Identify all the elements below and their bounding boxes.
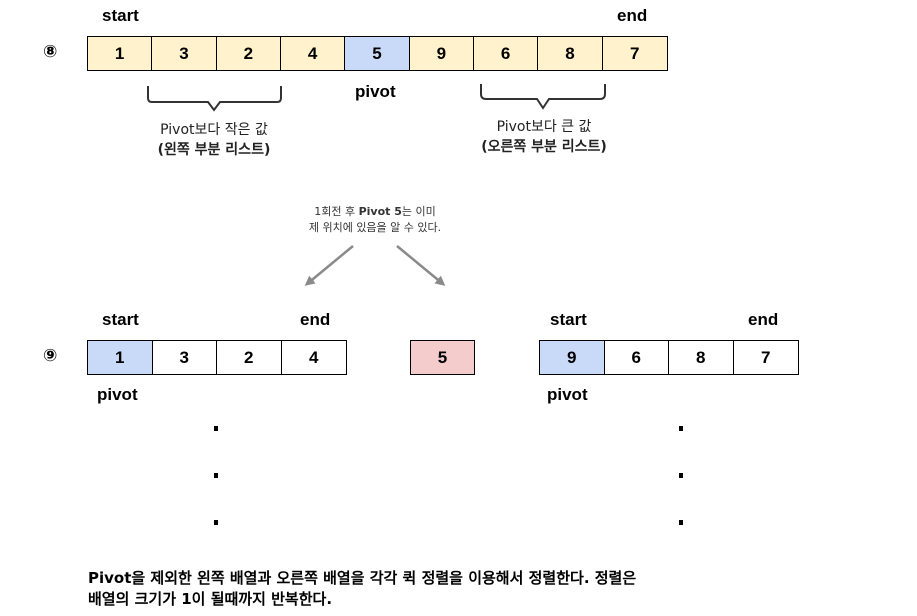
pivot-label-left: pivot xyxy=(97,385,138,404)
array-cell: 7 xyxy=(602,37,667,70)
start-label-right: start xyxy=(550,310,587,329)
array-cell: 7 xyxy=(733,341,798,374)
continuation-dot xyxy=(679,473,683,478)
right-brace xyxy=(480,84,606,110)
start-label-top: start xyxy=(102,6,139,25)
array-cell: 8 xyxy=(669,341,734,374)
end-label-top: end xyxy=(617,6,648,25)
left-brace xyxy=(147,86,282,112)
array-cell: 1 xyxy=(88,37,153,70)
continuation-dot xyxy=(214,520,218,525)
right-caption-line2: (오른쪽 부분 리스트) xyxy=(481,139,607,155)
arrow-right xyxy=(396,245,446,286)
continuation-dot xyxy=(679,426,683,431)
array-cell: 3 xyxy=(152,341,217,374)
end-label-right: end xyxy=(748,310,779,329)
array-cell: 6 xyxy=(473,37,539,70)
array-cell-pivot: 5 xyxy=(345,37,410,70)
start-label-left: start xyxy=(102,310,139,329)
note-bold: Pivot 5 xyxy=(358,205,402,218)
step-9-marker: ⑨ xyxy=(43,346,58,366)
conclusion-line2: 배열의 크기가 1이 될때까지 반복한다. xyxy=(88,590,333,608)
array-cell: 4 xyxy=(281,341,346,374)
array-row-step-8: 1 3 2 4 5 9 6 8 7 xyxy=(87,36,668,71)
arrow-left xyxy=(304,245,354,286)
pivot-label-top: pivot xyxy=(355,82,396,101)
continuation-dot xyxy=(214,473,218,478)
array-cell: 2 xyxy=(216,37,281,70)
conclusion-text: Pivot을 제외한 왼쪽 배열과 오른쪽 배열을 각각 퀵 정렬을 이용해서 … xyxy=(88,568,636,610)
array-cell-pivot: 9 xyxy=(540,341,605,374)
right-caption: Pivot보다 큰 값 (오른쪽 부분 리스트) xyxy=(456,117,632,157)
array-cell: 3 xyxy=(152,37,217,70)
array-cell: 9 xyxy=(409,37,474,70)
end-label-left: end xyxy=(300,310,331,329)
array-cell: 4 xyxy=(280,37,346,70)
note-text: 1회전 후 xyxy=(314,205,359,218)
array-cell: 6 xyxy=(604,341,669,374)
right-sublist-row: 9 6 8 7 xyxy=(539,340,799,375)
conclusion-line1: Pivot을 제외한 왼쪽 배열과 오른쪽 배열을 각각 퀵 정렬을 이용해서 … xyxy=(88,569,637,587)
array-cell-pivot: 1 xyxy=(88,341,153,374)
left-caption-line1: Pivot보다 작은 값 xyxy=(160,122,268,138)
left-sublist-row: 1 3 2 4 xyxy=(87,340,347,375)
fixed-pivot-cell: 5 xyxy=(410,340,475,375)
continuation-dot xyxy=(679,520,683,525)
rotation-note-line1: 1회전 후 Pivot 5는 이미 xyxy=(290,204,460,220)
array-cell: 8 xyxy=(538,37,603,70)
rotation-note: 1회전 후 Pivot 5는 이미 제 위치에 있음을 알 수 있다. xyxy=(290,204,460,236)
braces-and-arrows xyxy=(147,84,606,286)
left-caption-line2: (왼쪽 부분 리스트) xyxy=(157,142,271,158)
pivot-label-right: pivot xyxy=(547,385,588,404)
left-caption: Pivot보다 작은 값 (왼쪽 부분 리스트) xyxy=(134,120,294,160)
rotation-note-line2: 제 위치에 있음을 알 수 있다. xyxy=(308,221,442,234)
continuation-dot xyxy=(214,426,218,431)
right-caption-line1: Pivot보다 큰 값 xyxy=(496,119,592,135)
note-text: 는 이미 xyxy=(401,205,436,218)
array-cell: 2 xyxy=(217,341,282,374)
step-8-marker: ⑧ xyxy=(43,42,58,62)
